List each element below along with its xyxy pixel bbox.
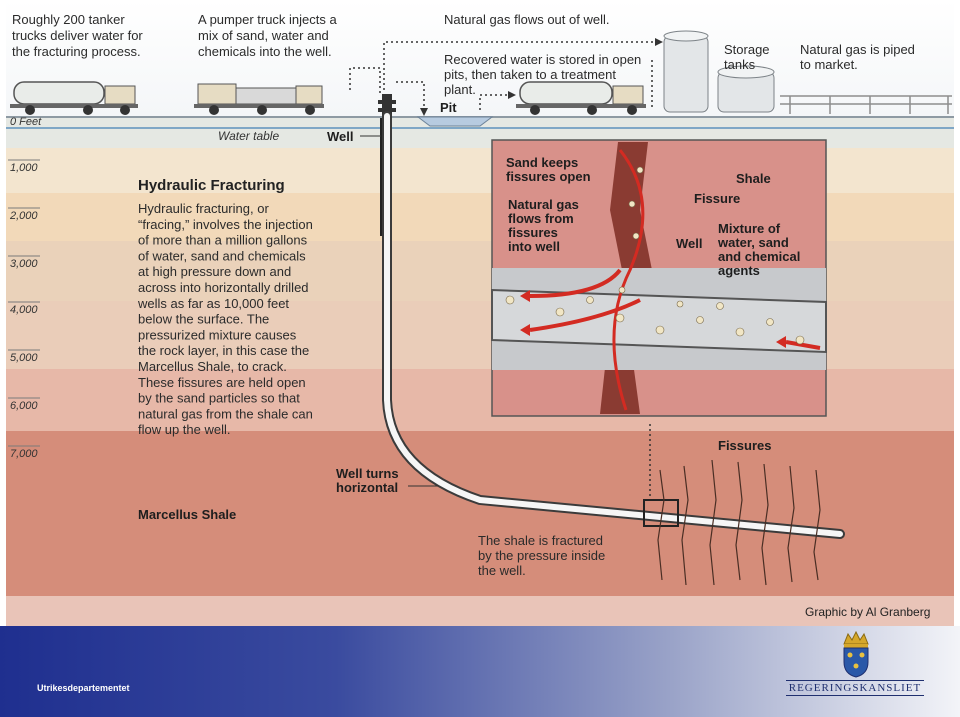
well-label: Well [327, 129, 354, 144]
graphic-credit: Graphic by Al Granberg [805, 605, 931, 619]
department-label: Utrikesdepartementet [37, 683, 130, 693]
inset-marker [643, 499, 679, 527]
fissure-inset-label: Fissure [694, 191, 740, 206]
storage-tanks [663, 30, 775, 113]
depth-2000: 2,000 [9, 210, 38, 222]
fissures [657, 459, 821, 586]
shale-inset-label: Shale [736, 171, 771, 186]
depth-5000: 5,000 [10, 352, 38, 364]
main-body: Hydraulic fracturing, or “fracing,” invo… [137, 201, 317, 437]
depth-3000: 3,000 [10, 258, 38, 270]
crown-crest-icon [843, 630, 869, 678]
well-pipe-inner [384, 113, 843, 537]
bottom-fade [6, 596, 954, 626]
main-title: Hydraulic Fracturing [138, 177, 285, 194]
flow-lines [349, 41, 655, 498]
gas-flows-label: Natural gas flows out of well. [444, 12, 609, 27]
well-inset-label: Well [676, 236, 703, 251]
water-table-label: Water table [218, 129, 279, 143]
pit-label: Pit [440, 100, 457, 115]
tanker-truck-2 [516, 81, 646, 115]
depth-7000: 7,000 [10, 448, 38, 460]
pipeline [780, 95, 952, 114]
footer-bar [0, 626, 960, 717]
marcellus-layer [6, 431, 954, 596]
flow-arrow-2 [420, 108, 428, 116]
pit [416, 116, 494, 127]
depth-1000: 1,000 [10, 162, 38, 174]
wellhead [378, 94, 396, 116]
flow-arrow-1 [655, 38, 663, 46]
pumper-truck [194, 83, 324, 115]
tanker-truck-1 [10, 81, 138, 115]
regeringskansliet-logo: REGERINGSKANSLIET [786, 680, 924, 696]
marcellus-label: Marcellus Shale [138, 507, 236, 522]
depth-scale [8, 159, 40, 447]
flow-arrow-3 [508, 91, 516, 99]
depth-6000: 6,000 [10, 400, 38, 412]
depth-4000: 4,000 [10, 304, 38, 316]
depth-0: 0 Feet [10, 116, 42, 128]
fracking-diagram: 0 Feet 1,000 2,000 3,000 4,000 5,000 6,0… [6, 0, 954, 626]
fissures-label: Fissures [718, 438, 771, 453]
inset-panel [491, 139, 827, 417]
